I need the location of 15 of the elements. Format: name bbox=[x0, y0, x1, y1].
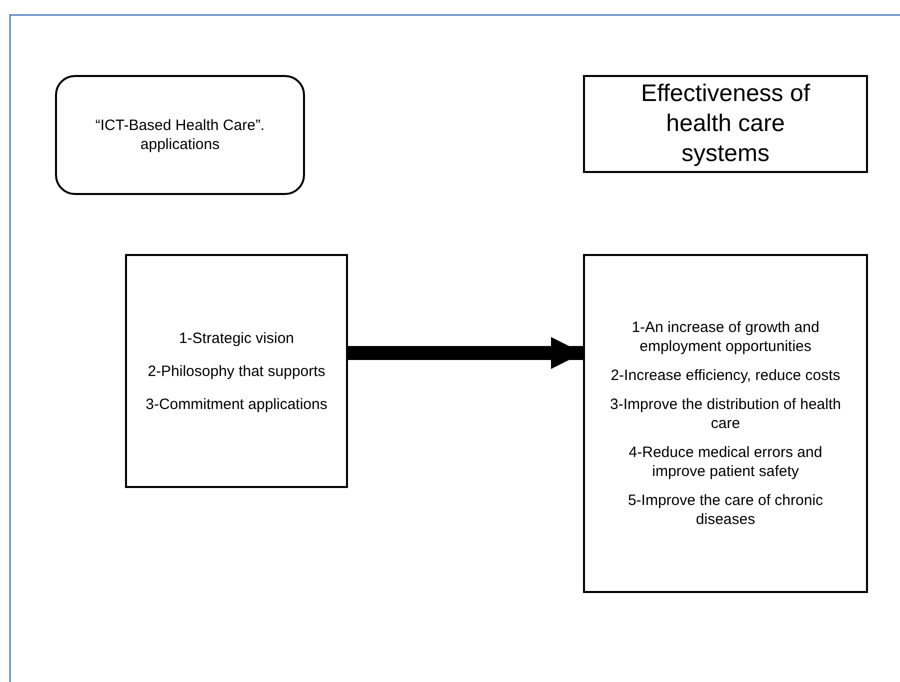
node-text: 1-Strategic vision bbox=[178, 328, 296, 348]
node-text: 1-An increase of growth and employment opportunities bbox=[630, 318, 820, 356]
node-text: 2-Increase efficiency, reduce costs bbox=[610, 366, 842, 385]
rounded-box bbox=[55, 75, 305, 195]
process-box bbox=[583, 254, 868, 593]
node-text: 3-Improve the distribution of health care bbox=[609, 395, 842, 433]
node-text: 5-Improve the care of chronic diseases bbox=[626, 491, 824, 529]
node-text: “ICT-Based Health Care”. applications bbox=[94, 116, 266, 154]
heading-text: Effectiveness of health care systems bbox=[640, 79, 812, 169]
arrow bbox=[348, 336, 583, 370]
node-text: 2-Philosophy that supports bbox=[146, 362, 326, 380]
node-text: 3-Commitment applications bbox=[144, 394, 328, 414]
node-text: 4-Reduce medical errors and improve patient safety bbox=[628, 443, 824, 481]
title-box bbox=[583, 75, 868, 173]
process-box bbox=[125, 254, 348, 488]
